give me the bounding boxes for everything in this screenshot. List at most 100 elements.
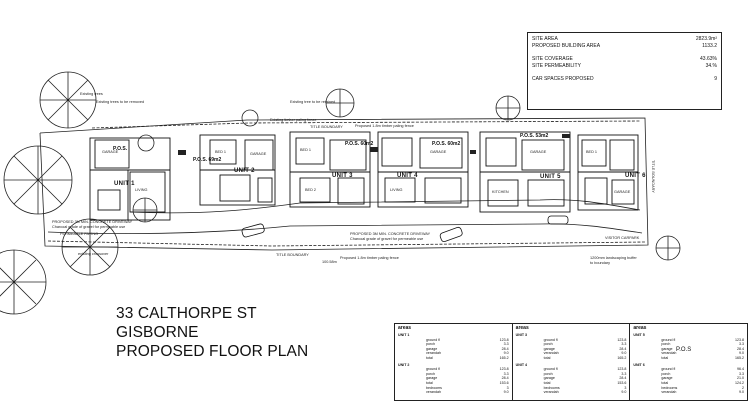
- existing-crossover-label: existing crossover: [78, 252, 109, 256]
- existing-trees-label: Existing trees: [80, 92, 103, 96]
- areas-unit-name: UNIT 3: [515, 333, 528, 337]
- fence-bottom-line: [47, 240, 646, 247]
- tree-large-left: [39, 71, 97, 129]
- room-label: BED 1: [586, 150, 597, 154]
- driveway-label: PROPOSED 3M MIN. CONCRETE DRIVEWAY: [350, 232, 431, 236]
- pos-label-4: P.O.S. 53m2: [520, 133, 549, 139]
- areas-pos-label: P.O.S: [676, 347, 692, 353]
- room-label: GARAGE: [102, 150, 119, 154]
- areas-unit-name: UNIT 6: [633, 362, 645, 367]
- areas-unit-name: UNIT 2: [398, 362, 410, 367]
- driveway-left-sub-label: Charcoal grade of gravel for permeable u…: [52, 225, 126, 229]
- unit-2-label: UNIT 2: [234, 168, 255, 174]
- tree-left-mid: [3, 145, 73, 215]
- existing-trees-note: Existing trees to be removed: [96, 100, 145, 104]
- building-area-row: PROPOSED BUILDING AREA 1133.2: [532, 43, 717, 49]
- tree-bottom-left: [61, 218, 119, 276]
- unit-6-outline: [577, 134, 639, 211]
- unit-1-label: UNIT 1: [114, 181, 135, 187]
- pos-label-3: P.O.S. 60m2: [432, 141, 461, 147]
- unit-1-outline: [89, 137, 171, 221]
- room-label: LIVING: [390, 188, 403, 192]
- car-spaces-row: CAR SPACES PROPOSED 9: [532, 76, 717, 82]
- pos-label-2: P.O.S. 60m2: [345, 141, 374, 147]
- dimension-bottom-label: 100.58m: [322, 260, 337, 264]
- tree-top-right: [495, 95, 521, 121]
- tree-left-unit: [132, 197, 158, 223]
- fence-top-label: Proposed 1.8m timber paling fence: [355, 124, 414, 128]
- landscaping-buffer-label: 1200mm landscaping buffer: [590, 256, 637, 260]
- fence-top-line: [91, 120, 641, 129]
- title-address: 33 CALTHORPE ST: [116, 305, 257, 322]
- driveway-sub-label: Charcoal grade of gravel for permeable u…: [350, 237, 424, 241]
- boundary-side-label: TITLE BOUNDARY: [651, 160, 655, 193]
- title-plan-name: PROPOSED FLOOR PLAN: [116, 343, 309, 360]
- tree-left-bottom: [0, 249, 47, 315]
- unit-5-label: UNIT 5: [540, 174, 561, 180]
- unit-3-outline: [289, 131, 371, 208]
- areas-column-heading: areas: [633, 325, 647, 331]
- areas-unit-name: UNIT 1: [398, 333, 410, 337]
- site-boundary: [39, 117, 649, 251]
- site-data-table: SITE AREA 2823.9m² PROPOSED BUILDING ARE…: [527, 32, 722, 110]
- room-label: GARAGE: [430, 150, 447, 154]
- room-label: KITCHEN: [492, 190, 509, 194]
- areas-unit-name: UNIT 5: [633, 333, 645, 337]
- unit-4-outline: [377, 131, 469, 208]
- room-label: BED 1: [300, 148, 311, 152]
- pos-label-1: P.O.S. 69m2: [193, 157, 222, 163]
- tree-mid-left: [137, 134, 155, 152]
- fence-bottom-label: Proposed 1.8m timber paling fence: [340, 256, 399, 260]
- tree-top-mid: [325, 88, 355, 118]
- fence-top-existing-label: Existing timber paling fence: [270, 118, 317, 122]
- boundary-bottom-label: TITLE BOUNDARY: [276, 253, 309, 257]
- areas-unit-name: UNIT 4: [515, 362, 528, 367]
- tree-top-centre: [241, 109, 259, 127]
- room-label: GARAGE: [614, 190, 631, 194]
- drawing-title: 33 CALTHORPE ST GISBORNE PROPOSED FLOOR …: [116, 304, 308, 361]
- car-2: [439, 226, 463, 243]
- pos-label-unit1: P.O.S.: [113, 146, 128, 152]
- areas-column-heading: areas: [515, 325, 529, 331]
- site-coverage-row: SITE COVERAGE 43.63%: [532, 56, 717, 62]
- driveway-edge-bottom: [47, 223, 643, 234]
- site-area-row: SITE AREA 2823.9m²: [532, 36, 717, 42]
- visitor-carpark-label: VISITOR CARPARK: [605, 236, 640, 240]
- room-label: GARAGE: [250, 152, 267, 156]
- room-label: BED 1: [215, 150, 226, 154]
- boundary-top-label: TITLE BOUNDARY: [310, 125, 343, 129]
- areas-column-heading: areas: [398, 325, 412, 331]
